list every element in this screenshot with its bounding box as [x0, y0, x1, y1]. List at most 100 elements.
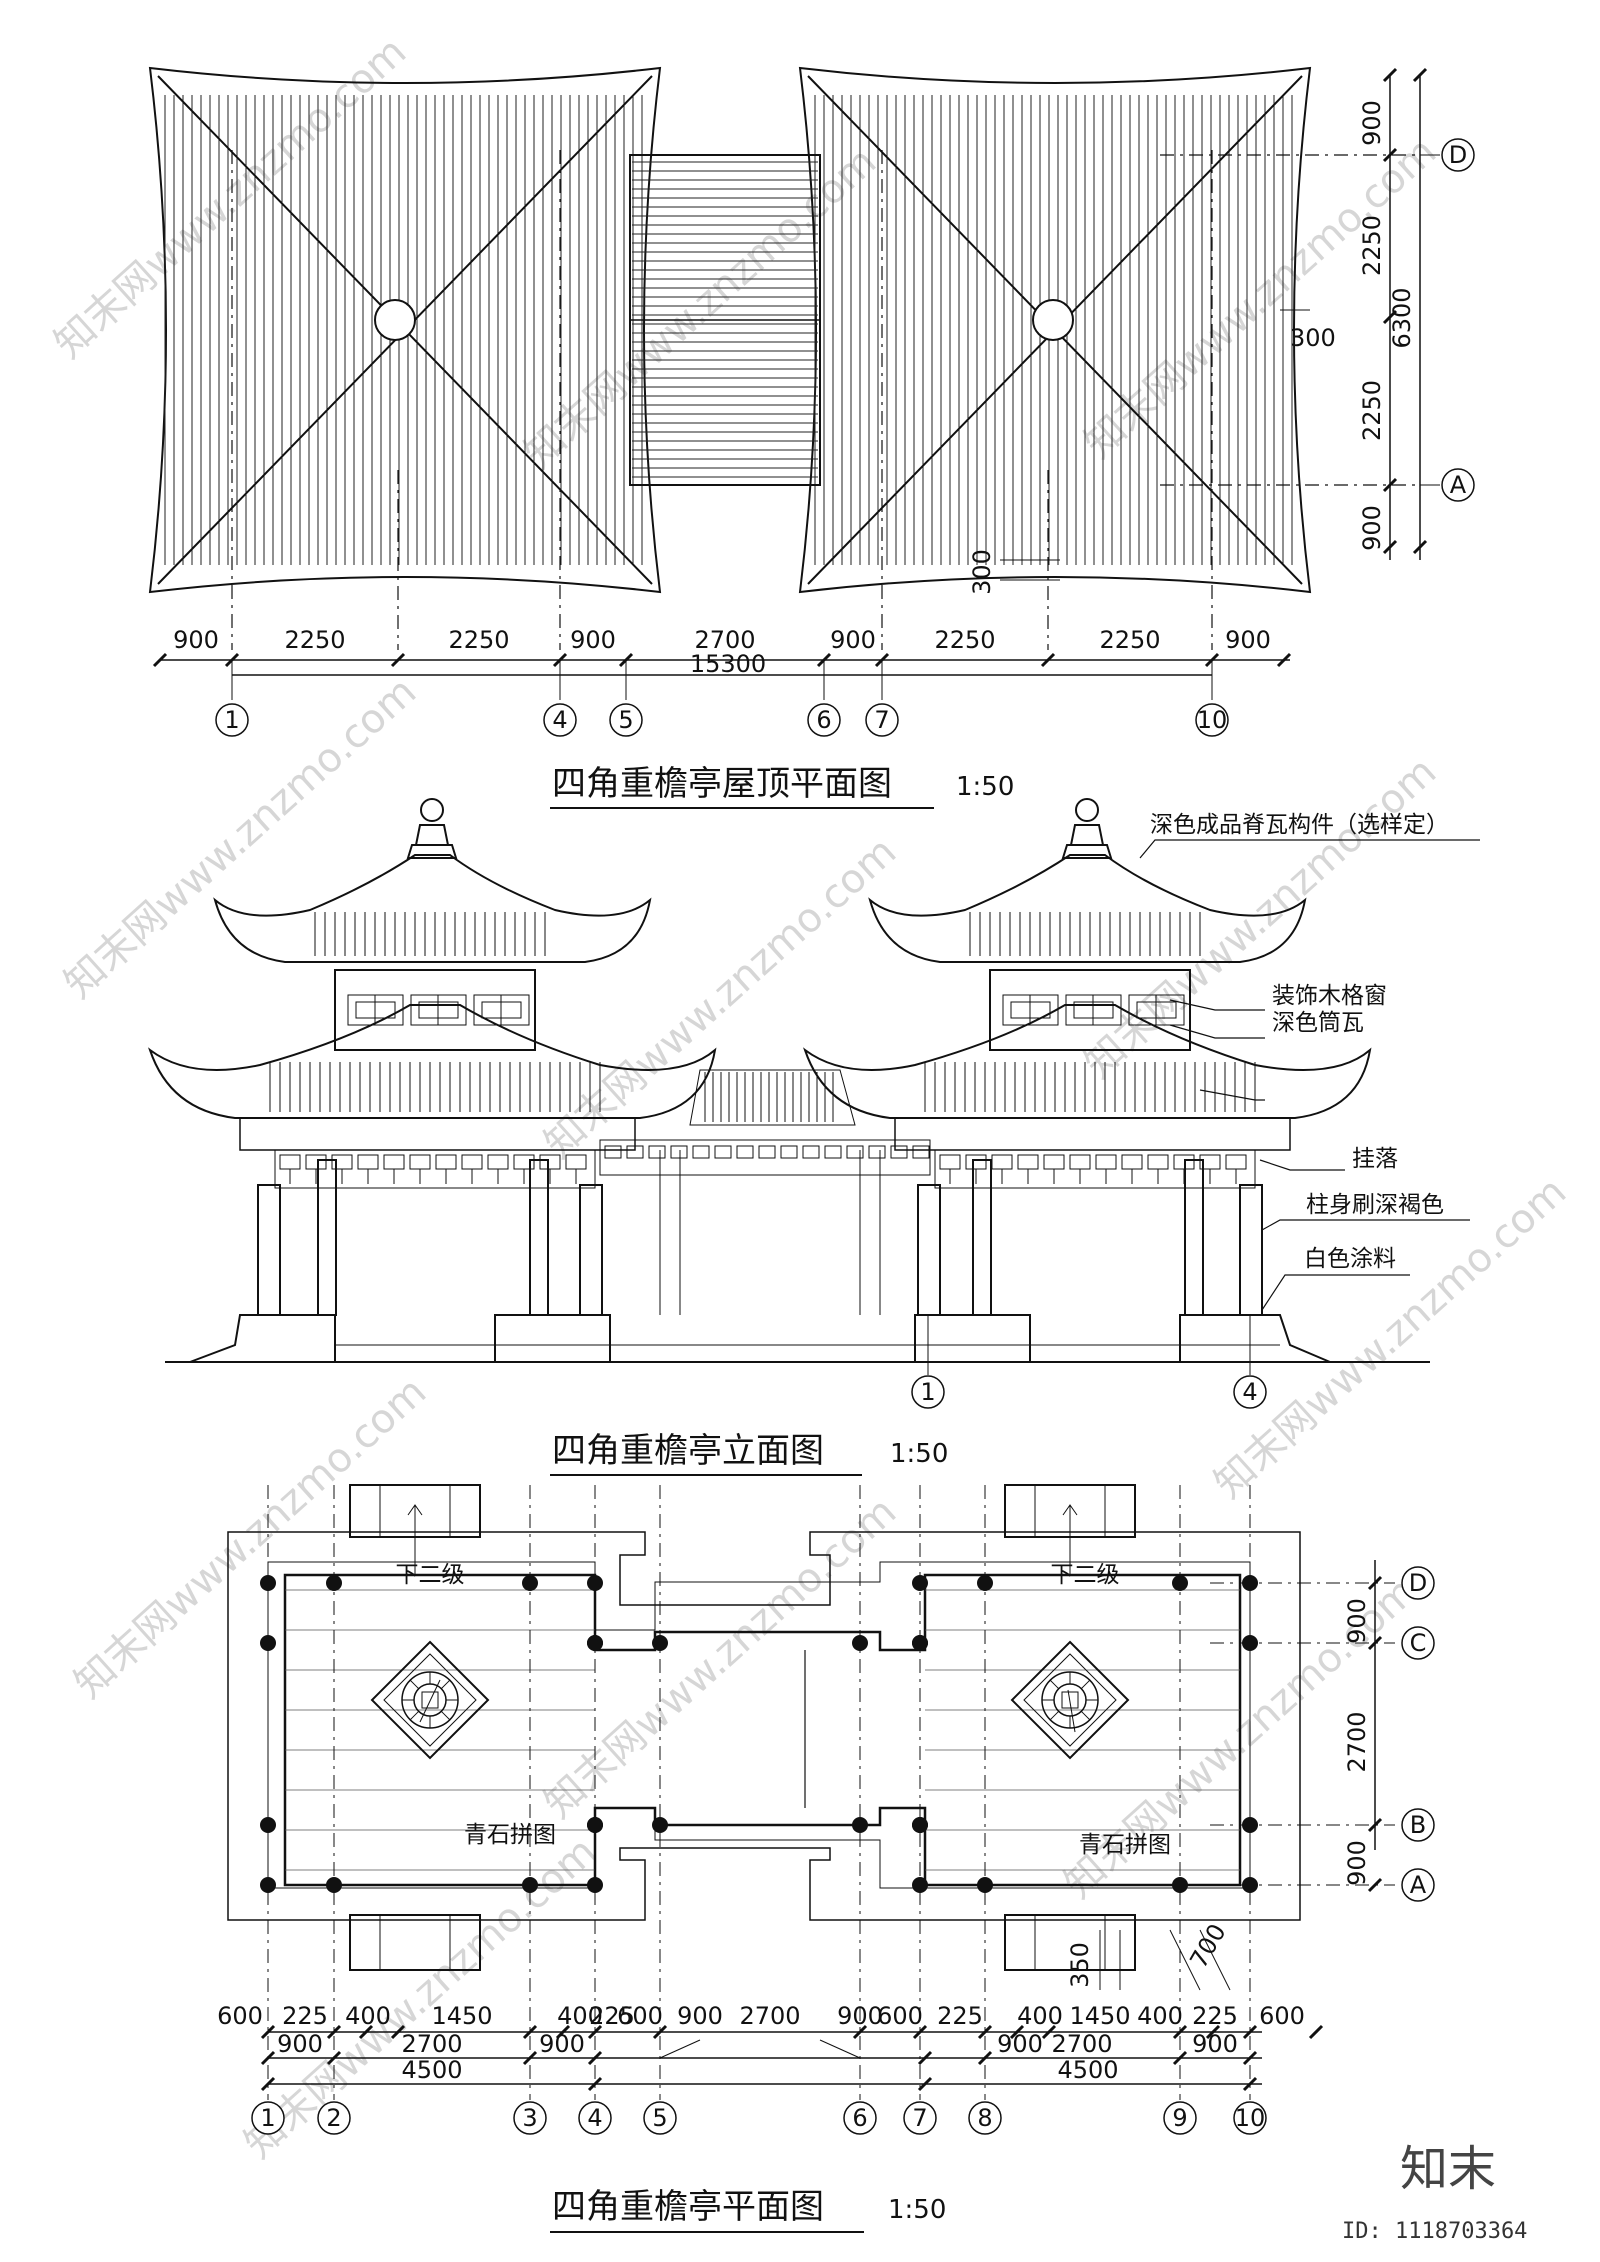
stone-mosaic [370, 1640, 490, 1760]
floor-plan-labels: 下二级下二级青石拼图青石拼图 [396, 1562, 1172, 1858]
floor-dim-row1-12: 400 [1017, 2002, 1063, 2030]
roof-axis-6-circle [807, 703, 841, 737]
roof-left-outline [148, 66, 662, 594]
roof-dim-right-0: 900 [1358, 100, 1386, 146]
roof-dim-bottom-3: 900 [570, 626, 616, 654]
elevation-axis-1: 1 [920, 1378, 935, 1406]
elevation-note-0: 深色成品脊瓦构件（选样定） [1150, 812, 1449, 838]
floor-dim-row2-0: 900 [277, 2030, 323, 2058]
floor-dim-row1-9: 900 [837, 2002, 883, 2030]
floor-axis-4-circle [578, 2101, 612, 2135]
right-step-bottom [1004, 1914, 1136, 1971]
roof-axis-4: 4 [552, 706, 567, 734]
floor-dim-row2-3: 900 [997, 2030, 1043, 2058]
left-upper-eave [213, 854, 652, 963]
floor-dim-row2-4: 2700 [1051, 2030, 1112, 2058]
column [912, 1635, 928, 1651]
column [326, 1575, 342, 1591]
elevation-note-5: 白色涂料 [1304, 1246, 1396, 1272]
floor-axis-6: 6 [852, 2104, 867, 2132]
left-pavilion-columns [257, 1159, 603, 1316]
elevation-axis-4: 4 [1242, 1378, 1257, 1406]
floor-axis-C-circle [1401, 1626, 1435, 1660]
column [260, 1575, 276, 1591]
roof-dim-total: 15300 [690, 650, 766, 678]
floor-dim-row3-0: 4500 [401, 2056, 462, 2084]
roof-axis-7: 7 [874, 706, 889, 734]
roof-dim-bottom-0: 900 [173, 626, 219, 654]
roof-axis-5-circle [609, 703, 643, 737]
column [260, 1635, 276, 1651]
roof-axes-bottom: 1 4 5 6 7 10 [215, 703, 1229, 737]
column [912, 1877, 928, 1893]
roof-dim-bottom-2: 2250 [448, 626, 509, 654]
column [260, 1817, 276, 1833]
right-upper-eave [868, 854, 1307, 963]
roof-right-finial [1032, 299, 1074, 341]
stone-mosaic-label-right: 青石拼图 [1079, 1832, 1171, 1858]
roof-dim-right-2: 2250 [1358, 380, 1386, 441]
elevation-axis-1-circle [911, 1375, 945, 1409]
roof-dim-bottom-4: 2700 [694, 626, 755, 654]
floor-dim-right-0: 900 [1343, 1598, 1371, 1644]
roof-dim-offset-right: 300 [1290, 324, 1336, 352]
roof-dim-bottom-1: 2250 [284, 626, 345, 654]
floor-axis-2: 2 [326, 2104, 341, 2132]
floor-axis-8: 8 [977, 2104, 992, 2132]
floor-dim-row1-8: 2700 [739, 2002, 800, 2030]
roof-dim-bottom-6: 2250 [934, 626, 995, 654]
roof-left-tiles [164, 95, 643, 565]
roof-axis-10-circle [1195, 703, 1229, 737]
floor-dim-row1-0: 600 [217, 2002, 263, 2030]
floor-axis-A: A [1410, 1871, 1427, 1899]
brand-logo: 知末 [1400, 2141, 1496, 2197]
floor-dim-right-1: 2700 [1343, 1711, 1371, 1772]
step-down-label-right: 下二级 [1051, 1562, 1120, 1588]
watermark-text: 知末网www.znzmo.com [236, 1829, 605, 2168]
column [1172, 1877, 1188, 1893]
roof-axis-10: 10 [1197, 706, 1228, 734]
floor-dim-row1-2: 400 [345, 2002, 391, 2030]
roof-axis-D-circle [1441, 138, 1475, 172]
roof-axis-5: 5 [618, 706, 633, 734]
column [260, 1877, 276, 1893]
elevation-title: 四角重檐亭立面图 [552, 1431, 824, 1471]
elevation-note-4: 柱身刷深褐色 [1306, 1192, 1444, 1218]
floor-axis-5-circle [643, 2101, 677, 2135]
floor-axis-D: D [1409, 1569, 1427, 1597]
floor-axis-B-circle [1401, 1808, 1435, 1842]
roof-plan-title: 四角重檐亭屋顶平面图 [552, 764, 892, 804]
floor-dim-row1-15: 225 [1192, 2002, 1238, 2030]
elevation-note-1: 装饰木格窗 [1272, 983, 1387, 1009]
roof-dim-right-1: 2250 [1358, 215, 1386, 276]
floor-dim-row1-11: 225 [937, 2002, 983, 2030]
floor-axis-10-circle [1233, 2101, 1267, 2135]
column [587, 1817, 603, 1833]
corridor-lattice [599, 1139, 931, 1176]
roof-axis-1-circle [215, 703, 249, 737]
column [522, 1877, 538, 1893]
column [852, 1635, 868, 1651]
floor-axis-5: 5 [652, 2104, 667, 2132]
left-step-bottom [349, 1914, 481, 1971]
floor-plan-scale: 1:50 [888, 2195, 946, 2225]
roof-right-outline [798, 66, 1312, 594]
column [912, 1817, 928, 1833]
roof-axis-7-circle [865, 703, 899, 737]
floor-dim-row3-1: 4500 [1057, 2056, 1118, 2084]
floor-axis-8-circle [968, 2101, 1002, 2135]
roof-axis-1: 1 [224, 706, 239, 734]
roof-left-finial [374, 299, 416, 341]
floor-plan [227, 1484, 1395, 2100]
elevation-note-3: 挂落 [1352, 1146, 1398, 1172]
floor-axis-4: 4 [587, 2104, 602, 2132]
roof-axis-6: 6 [816, 706, 831, 734]
column [652, 1635, 668, 1651]
